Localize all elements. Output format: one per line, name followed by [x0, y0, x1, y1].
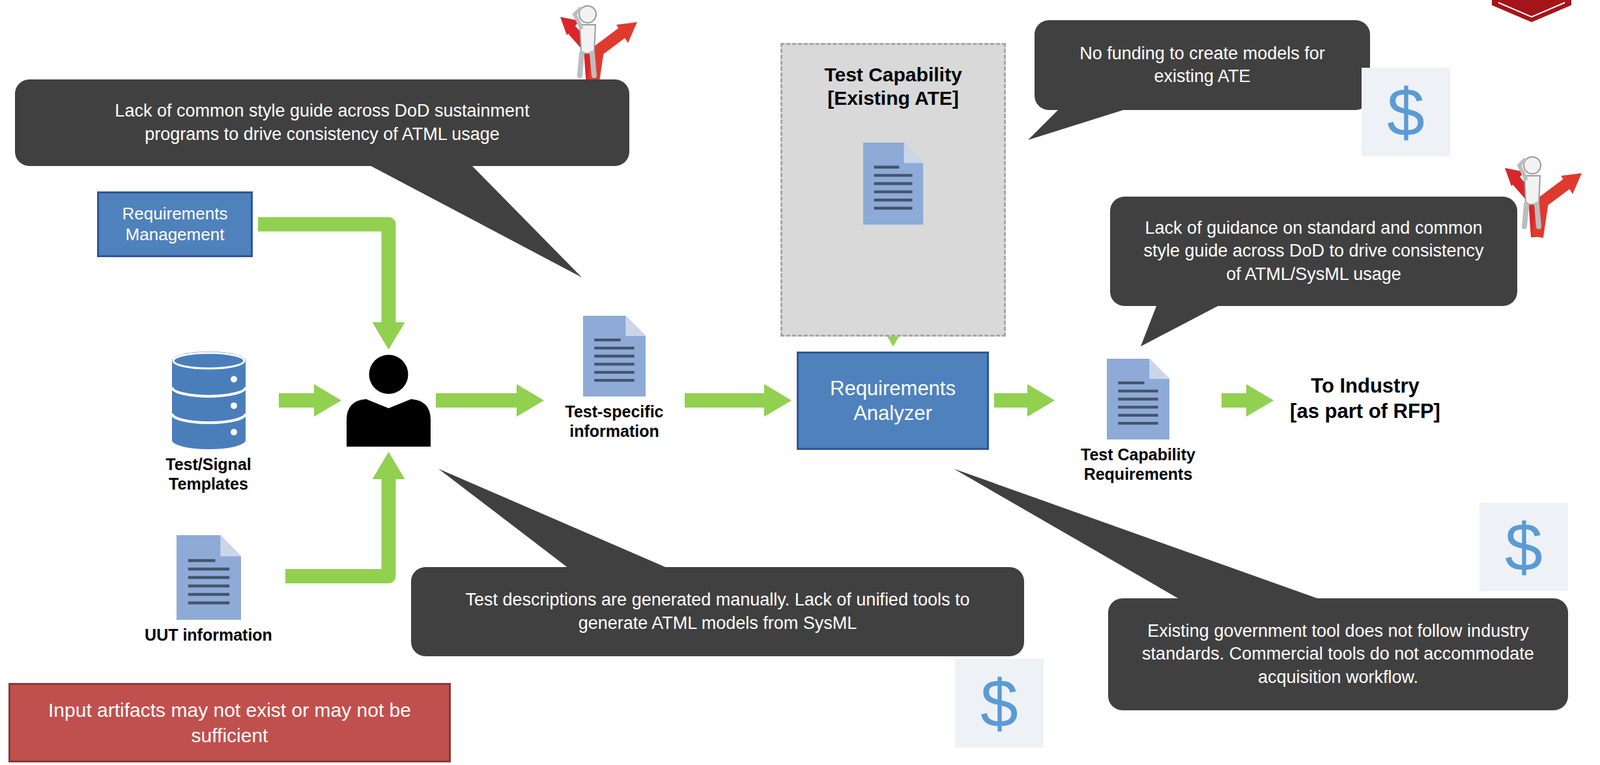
crossroads-figure: [560, 5, 638, 86]
icon: [863, 142, 924, 225]
node-text: Lack of common style guide across DoD su…: [93, 99, 552, 146]
process-box: Requirements Management: [97, 191, 253, 258]
icon: [176, 535, 242, 621]
icon: [1106, 358, 1170, 440]
node-text: No funding to create models for existing…: [1055, 42, 1350, 88]
icon: [583, 315, 646, 397]
node-text: Existing government tool does not follow…: [1142, 620, 1535, 689]
flow-arrow: [257, 224, 389, 330]
document-icon: UUT information: [136, 535, 281, 645]
warning-box: Input artifacts may not exist or may not…: [8, 683, 451, 763]
dollar-icon: $: [1479, 502, 1569, 592]
node-text: Lack of guidance on standard and common …: [1142, 216, 1485, 286]
callout-bubble: Lack of guidance on standard and common …: [1110, 196, 1518, 307]
node-text: Test Capability [Existing ATE]: [791, 63, 995, 111]
document-icon: Test-specific information: [549, 315, 680, 442]
flow-arrow: [1221, 393, 1253, 408]
flow-arrow: [994, 393, 1034, 408]
person-icon: [346, 355, 431, 447]
node-text: Test/Signal Templates: [143, 454, 274, 494]
node-text: Test-specific information: [549, 401, 680, 442]
test-capability-panel: Test Capability [Existing ATE]: [780, 42, 1006, 337]
callout-bubble: Test descriptions are generated manually…: [411, 567, 1025, 657]
node-text: [as part of RFP]: [1278, 399, 1452, 425]
icon: [346, 355, 431, 447]
flow-arrow: [435, 393, 524, 408]
callout-tail: [364, 162, 582, 278]
callout-bubble: No funding to create models for existing…: [1034, 20, 1371, 111]
callout-bubble: Existing government tool does not follow…: [1108, 598, 1569, 711]
flow-arrow: [278, 393, 321, 408]
icon: [171, 351, 246, 450]
corner-emblem: [1491, 0, 1572, 23]
node-text: Input artifacts may not exist or may not…: [42, 697, 417, 749]
flow-arrow: [285, 472, 389, 577]
callout-bubble: Lack of common style guide across DoD su…: [14, 79, 630, 167]
dollar-icon: $: [1361, 67, 1451, 157]
callout-tail: [438, 469, 673, 571]
callout-tail: [1140, 302, 1225, 347]
node-text: Test descriptions are generated manually…: [456, 588, 979, 635]
document-icon: Test Capability Requirements: [1059, 358, 1217, 485]
node-text: UUT information: [136, 625, 281, 645]
node-text: Requirements Management: [106, 203, 243, 245]
node-text: To Industry: [1278, 373, 1452, 400]
node-text: Test Capability Requirements: [1059, 444, 1217, 485]
destination-label: To Industry[as part of RFP]: [1278, 373, 1452, 425]
dollar-icon: $: [955, 659, 1044, 748]
database-icon: Test/Signal Templates: [143, 351, 274, 494]
callout-tail: [1028, 106, 1134, 141]
flow-arrow: [684, 393, 771, 408]
corner-emblem-line: [1498, 2, 1565, 17]
process-box: Requirements Analyzer: [796, 351, 989, 451]
node-text: Requirements Analyzer: [806, 376, 980, 425]
